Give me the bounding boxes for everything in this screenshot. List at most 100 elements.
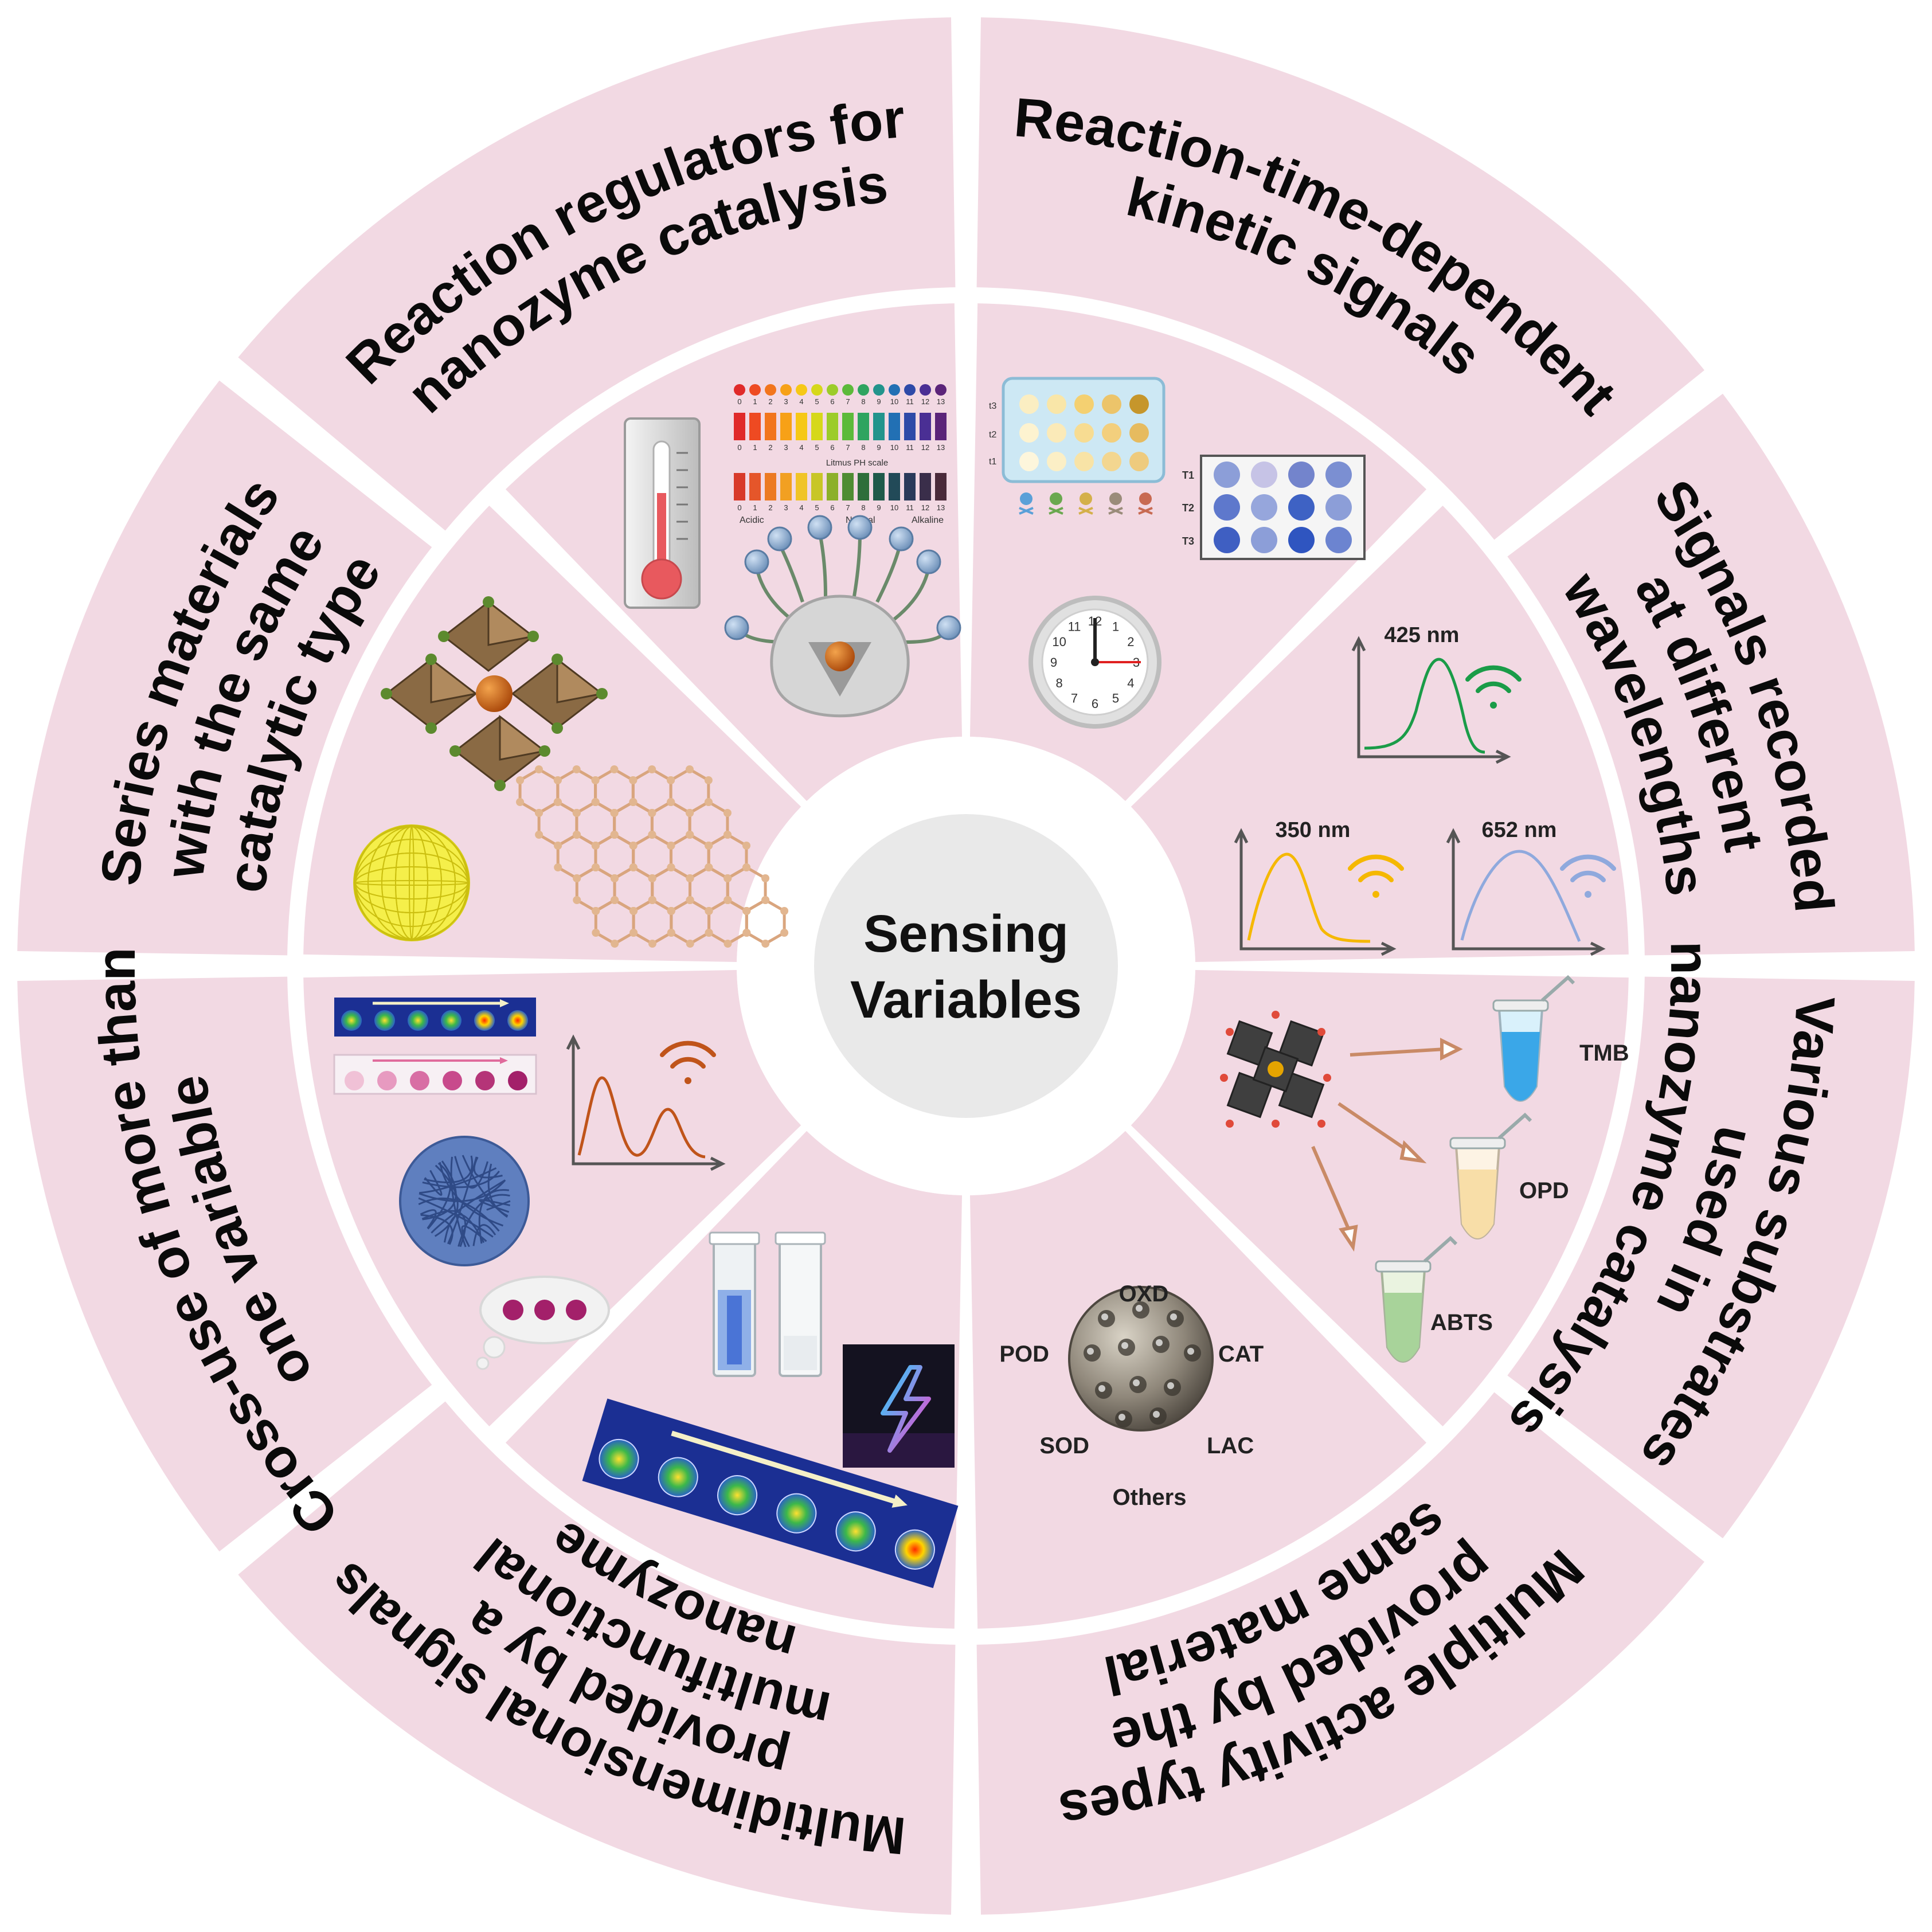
- reaction-regulators-illustration: 0001112223334445556667778889991010101111…: [624, 384, 961, 718]
- ph-number-top-7: 7: [846, 397, 850, 406]
- substrates-illustration: TMB OPD ABTS: [1220, 975, 1629, 1363]
- activity-others-label: Others: [1113, 1485, 1187, 1510]
- ph-number-top-6: 6: [830, 397, 834, 406]
- tube-opd: [1449, 1112, 1532, 1239]
- ph-number-top-8: 8: [861, 397, 865, 406]
- outer-sector-5: [238, 1401, 956, 1915]
- clock-number-7: 7: [1071, 691, 1078, 705]
- clock-number-2: 2: [1127, 635, 1134, 649]
- substrate-tmb-label: TMB: [1579, 1041, 1629, 1066]
- ph-number-bottom-6: 6: [830, 503, 834, 512]
- wavelength-425-label: 425 nm: [1385, 623, 1460, 647]
- clock-number-9: 9: [1050, 655, 1057, 670]
- ph-number-top-2: 2: [768, 397, 772, 406]
- multidimensional-illustration: [582, 1231, 959, 1589]
- strip-label-t3: t3: [989, 401, 996, 411]
- clock-number-4: 4: [1127, 676, 1134, 690]
- ph-number-top-10: 10: [890, 397, 898, 406]
- clock-icon: 121234567891011: [1028, 596, 1161, 729]
- ph-number-mid-5: 5: [815, 443, 819, 452]
- strip-label-t2: t2: [989, 430, 996, 440]
- ph-number-bottom-7: 7: [846, 503, 850, 512]
- ph-number-top-11: 11: [906, 397, 914, 406]
- activity-types-illustration: OXD POD CAT SOD LAC Others: [999, 1281, 1264, 1510]
- ph-number-mid-11: 11: [906, 443, 914, 452]
- ph-number-bottom-2: 2: [768, 503, 772, 512]
- clock-number-8: 8: [1056, 676, 1063, 690]
- ph-number-bottom-1: 1: [753, 503, 757, 512]
- ph-number-top-3: 3: [784, 397, 788, 406]
- clock-number-1: 1: [1112, 620, 1119, 634]
- ph-number-mid-13: 13: [937, 443, 945, 452]
- spectrum-425: 425 nm: [1351, 623, 1522, 764]
- substrate-opd-label: OPD: [1519, 1178, 1569, 1203]
- graphene-sheet-icon: [516, 765, 789, 948]
- plate-label-t1: T1: [1182, 470, 1194, 481]
- clock-number-10: 10: [1052, 635, 1066, 649]
- strip-label-t1: t1: [989, 457, 996, 467]
- wifi-icon-yellow: [1348, 854, 1404, 898]
- ph-number-mid-0: 0: [737, 443, 741, 452]
- ph-number-top-5: 5: [815, 397, 819, 406]
- outer-sector-1: [976, 17, 1704, 540]
- perovskite-octahedra-icon: [381, 596, 608, 791]
- functionalized-nanoparticle-icon: [724, 515, 961, 718]
- polymer-nanoparticle-icon: [399, 1136, 530, 1266]
- kinetic-signals-illustration: t3 t2 t1 T1 T2 T3 121234567891011: [989, 377, 1366, 729]
- ph-number-bottom-5: 5: [815, 503, 819, 512]
- wifi-icon-blue: [1560, 854, 1616, 898]
- series-materials-illustration: [353, 596, 789, 948]
- cross-use-illustration: [333, 998, 726, 1370]
- ph-number-bottom-12: 12: [921, 503, 929, 512]
- ph-number-mid-4: 4: [799, 443, 803, 452]
- ph-number-mid-12: 12: [921, 443, 929, 452]
- ph-number-bottom-9: 9: [877, 503, 881, 512]
- neon-lightning-icon: [843, 1344, 955, 1468]
- plate-label-t3: T3: [1182, 535, 1194, 547]
- spectrum-652: 652 nm: [1446, 818, 1616, 956]
- outer-sector-7: [17, 380, 432, 956]
- ph-number-mid-9: 9: [877, 443, 881, 452]
- cuvette-blue-icon: [709, 1231, 760, 1377]
- ph-number-bottom-0: 0: [737, 503, 741, 512]
- ph-alkaline-label: Alkaline: [912, 515, 944, 525]
- ph-number-top-12: 12: [921, 397, 929, 406]
- ph-number-top-9: 9: [877, 397, 881, 406]
- thermometer-icon: [624, 417, 701, 609]
- ph-scale-title: Litmus PH scale: [826, 458, 888, 468]
- tube-abts: [1375, 1235, 1458, 1363]
- ph-number-top-0: 0: [737, 397, 741, 406]
- wavelength-350-label: 350 nm: [1276, 818, 1351, 842]
- spectrum-350: 350 nm: [1234, 818, 1404, 956]
- ph-number-top-13: 13: [937, 397, 945, 406]
- clock-number-6: 6: [1092, 697, 1098, 711]
- wavelength-signals-illustration: 425 nm 350 nm 652 nm: [1234, 623, 1616, 956]
- cell-fluorescence-strip: [582, 1398, 959, 1589]
- well-plate-panel: T1 T2 T3: [1182, 455, 1366, 560]
- activity-pod-label: POD: [999, 1342, 1049, 1367]
- ph-number-top-1: 1: [753, 397, 757, 406]
- carbon-sphere-icon: [353, 824, 470, 941]
- activity-sod-label: SOD: [1039, 1433, 1089, 1458]
- thought-bubble-icon: [476, 1276, 610, 1370]
- color-strip-panel: t3 t2 t1: [989, 377, 1166, 515]
- ph-number-mid-3: 3: [784, 443, 788, 452]
- ph-scale-chart: 0001112223334445556667778889991010101111…: [734, 384, 947, 512]
- ph-number-mid-2: 2: [768, 443, 772, 452]
- outer-sector-6: [17, 976, 432, 1552]
- ph-number-bottom-4: 4: [799, 503, 803, 512]
- outer-sector-0: [238, 17, 956, 531]
- inner-sector-2: [1131, 505, 1629, 963]
- clock-number-5: 5: [1112, 691, 1119, 705]
- wavelength-652-label: 652 nm: [1482, 818, 1557, 842]
- wifi-icon-orange: [660, 1041, 716, 1084]
- ph-number-top-4: 4: [799, 397, 803, 406]
- outer-sector-4: [976, 1392, 1704, 1915]
- center-circle: [814, 814, 1118, 1118]
- activity-oxd-label: OXD: [1119, 1281, 1169, 1307]
- ph-number-mid-6: 6: [830, 443, 834, 452]
- ph-number-bottom-3: 3: [784, 503, 788, 512]
- mof-framework-icon: [1220, 1011, 1331, 1128]
- ph-number-bottom-10: 10: [890, 503, 898, 512]
